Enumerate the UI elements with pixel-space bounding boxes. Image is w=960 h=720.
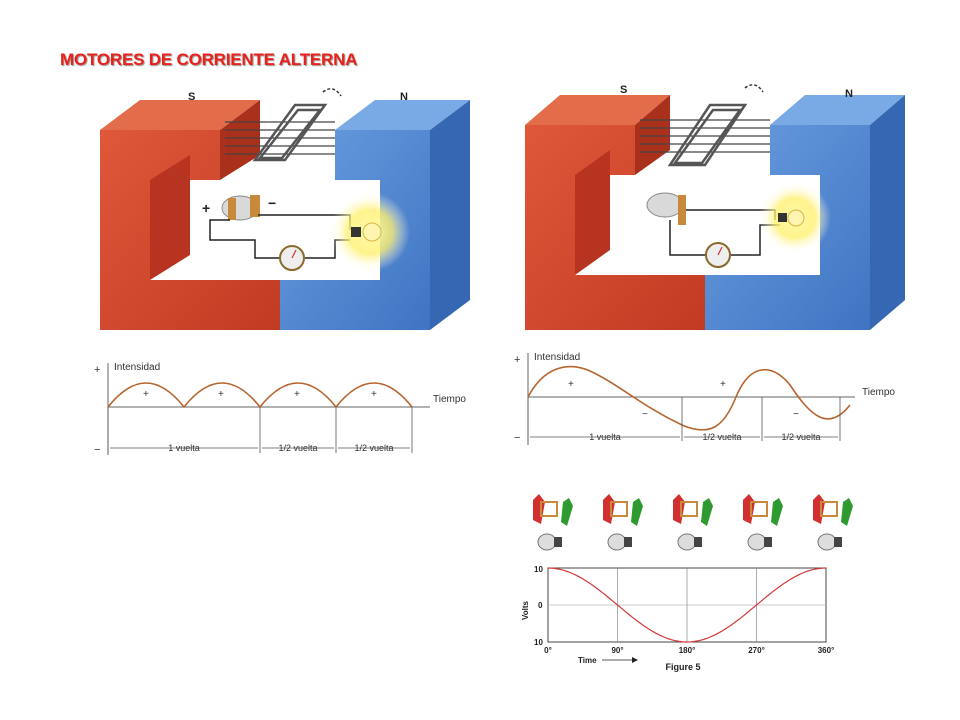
span-3-label: 1/2 vuelta bbox=[354, 443, 393, 453]
x-axis-label: Tiempo bbox=[433, 394, 466, 405]
rotor-positions bbox=[533, 494, 853, 551]
red-magnet-front bbox=[100, 130, 280, 330]
lobe-plus-2: + bbox=[218, 389, 224, 400]
pole-north-label-2: N bbox=[845, 88, 853, 100]
y-tick-bottom: 10 bbox=[534, 638, 543, 647]
ac-wave bbox=[527, 365, 851, 431]
pole-south-label: S bbox=[188, 91, 195, 103]
y-axis-label-volts: Volts bbox=[521, 600, 530, 620]
lobe-plus-1: + bbox=[143, 389, 149, 400]
y-axis-label-2: Intensidad bbox=[534, 352, 580, 363]
rotor-position-icon bbox=[533, 494, 573, 551]
x-tick-label: 0° bbox=[544, 646, 552, 655]
rotor-position-icon bbox=[673, 494, 713, 551]
neg-sign-1: − bbox=[642, 409, 648, 420]
x-tick-label: 180° bbox=[679, 646, 696, 655]
y-tick-mid: 0 bbox=[538, 601, 543, 610]
rotor-position-icon bbox=[603, 494, 643, 551]
pole-south-label-2: S bbox=[620, 84, 627, 96]
lobe-plus-3: + bbox=[294, 389, 300, 400]
x-tick-label: 270° bbox=[748, 646, 765, 655]
y-minus-2: − bbox=[514, 432, 520, 444]
span-2-label-2: 1/2 vuelta bbox=[702, 432, 741, 442]
pos-sign-2: + bbox=[720, 379, 726, 390]
pos-sign-1: + bbox=[568, 379, 574, 390]
x-tick-label: 360° bbox=[818, 646, 835, 655]
span-3-label-2: 1/2 vuelta bbox=[781, 432, 820, 442]
span-2-label: 1/2 vuelta bbox=[278, 443, 317, 453]
span-1-label: 1 vuelta bbox=[168, 443, 200, 453]
blue-magnet-top bbox=[335, 100, 470, 130]
right-magnet-diagram: S N bbox=[525, 84, 905, 330]
time-label: Time bbox=[578, 656, 597, 665]
minus-sign: − bbox=[268, 195, 276, 211]
y-plus-2: + bbox=[514, 354, 520, 366]
y-tick-top: 10 bbox=[534, 565, 543, 574]
sine-wave bbox=[547, 567, 827, 643]
x-tick-label: 90° bbox=[611, 646, 623, 655]
light-bulb bbox=[362, 222, 382, 242]
left-magnet-diagram: + − S N bbox=[100, 88, 470, 330]
rectified-wave bbox=[107, 382, 413, 409]
x-axis-label-2: Tiempo bbox=[862, 387, 895, 398]
pole-north-label: N bbox=[400, 91, 408, 103]
right-current-graph: + − Intensidad Tiempo + − + − 1 vuelta 1… bbox=[514, 352, 895, 445]
sine-chart: 10 0 10 Volts 0° 90° 180° 270° 360° Time Fig… bbox=[521, 565, 835, 672]
blue-magnet-front bbox=[280, 130, 430, 330]
lobe-plus-4: + bbox=[371, 389, 377, 400]
neg-sign-2: − bbox=[793, 409, 799, 420]
left-current-graph: + − Intensidad Tiempo + + + + 1 vuelta 1… bbox=[94, 362, 466, 456]
page-title: MOTORES DE CORRIENTE ALTERNA bbox=[60, 50, 358, 69]
plus-sign: + bbox=[202, 200, 210, 216]
y-minus: − bbox=[94, 444, 100, 456]
span-1-label-2: 1 vuelta bbox=[589, 432, 621, 442]
figure-caption: Figure 5 bbox=[665, 662, 700, 672]
y-axis-label: Intensidad bbox=[114, 362, 160, 373]
y-plus: + bbox=[94, 364, 100, 376]
rotor-position-icon bbox=[813, 494, 853, 551]
rotor-position-icon bbox=[743, 494, 783, 551]
red-magnet-top bbox=[100, 100, 260, 130]
